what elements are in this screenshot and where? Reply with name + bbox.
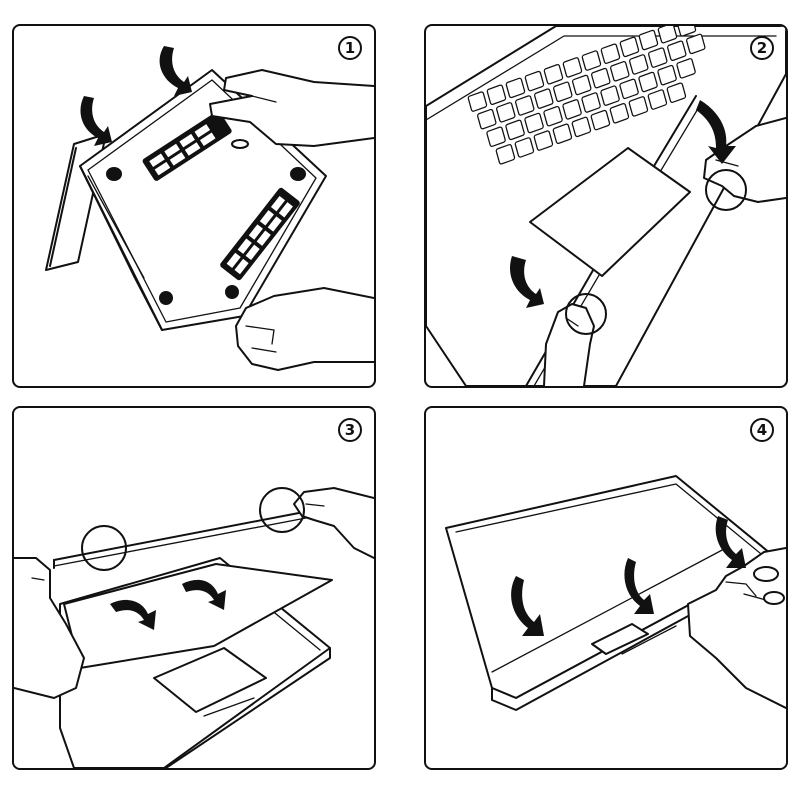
laptop-bottom-case-attach-illustration bbox=[45, 46, 374, 371]
keyboard-key bbox=[495, 144, 516, 165]
keyboard-key bbox=[524, 112, 544, 134]
keyboard-key bbox=[515, 95, 535, 116]
keyboard-key bbox=[600, 85, 620, 106]
keyboard-key bbox=[667, 40, 687, 62]
keyboard-key bbox=[467, 91, 488, 112]
keyboard-key bbox=[629, 54, 649, 75]
keyboard-key bbox=[609, 102, 630, 124]
step-number-badge: 1 bbox=[338, 36, 362, 60]
keyboard-key bbox=[600, 43, 621, 64]
step-3-panel: 3 bbox=[12, 406, 376, 770]
keyboard-key bbox=[610, 61, 630, 82]
keyboard-key bbox=[619, 78, 639, 100]
keyboard-key bbox=[647, 89, 668, 110]
keyboard-key bbox=[628, 96, 649, 117]
keyboard-key bbox=[505, 77, 526, 99]
keyboard-key bbox=[676, 26, 697, 37]
keyboard-key bbox=[514, 137, 535, 158]
keyboard-key bbox=[543, 63, 564, 85]
keyboard-key bbox=[590, 109, 611, 131]
keyboard-key bbox=[496, 102, 516, 123]
keyboard-key bbox=[533, 130, 554, 151]
step-number-badge: 2 bbox=[750, 36, 774, 60]
step-2-panel: 2 bbox=[424, 24, 788, 388]
keyboard-key bbox=[591, 67, 611, 89]
keyboard-key bbox=[477, 108, 497, 130]
keyboard-key bbox=[638, 71, 658, 93]
step-number-badge: 3 bbox=[338, 418, 362, 442]
keyboard-key bbox=[486, 126, 506, 147]
laptop-top-case-attach-illustration bbox=[426, 26, 786, 386]
keyboard-key bbox=[648, 47, 668, 68]
laptop-lid-case-snap-illustration bbox=[14, 487, 374, 768]
keyboard-key bbox=[505, 119, 525, 141]
keyboard-key bbox=[553, 81, 573, 103]
keyboard-key bbox=[638, 29, 659, 51]
keyboard-key bbox=[534, 88, 554, 109]
keyboard-key bbox=[562, 99, 582, 120]
keyboard-key bbox=[552, 123, 573, 145]
keyboard-key bbox=[581, 50, 602, 71]
step-4-panel: 4 bbox=[424, 406, 788, 770]
keyboard-key bbox=[562, 57, 583, 78]
keyboard-key bbox=[524, 70, 545, 92]
keyboard-key bbox=[676, 58, 696, 79]
keyboard-key bbox=[543, 105, 563, 127]
laptop-closed-case-press-illustration bbox=[445, 475, 786, 711]
step-number-badge: 4 bbox=[750, 418, 774, 442]
keyboard-key bbox=[686, 33, 706, 55]
keyboard-key bbox=[619, 36, 640, 58]
keyboard-key bbox=[581, 92, 601, 113]
keyboard-key bbox=[666, 82, 687, 103]
step-1-panel: 1 bbox=[12, 24, 376, 388]
keyboard-key bbox=[657, 64, 677, 86]
keyboard-key bbox=[486, 84, 507, 106]
keyboard-key bbox=[572, 74, 592, 96]
keyboard-key bbox=[657, 26, 678, 44]
keyboard-key bbox=[571, 116, 592, 138]
